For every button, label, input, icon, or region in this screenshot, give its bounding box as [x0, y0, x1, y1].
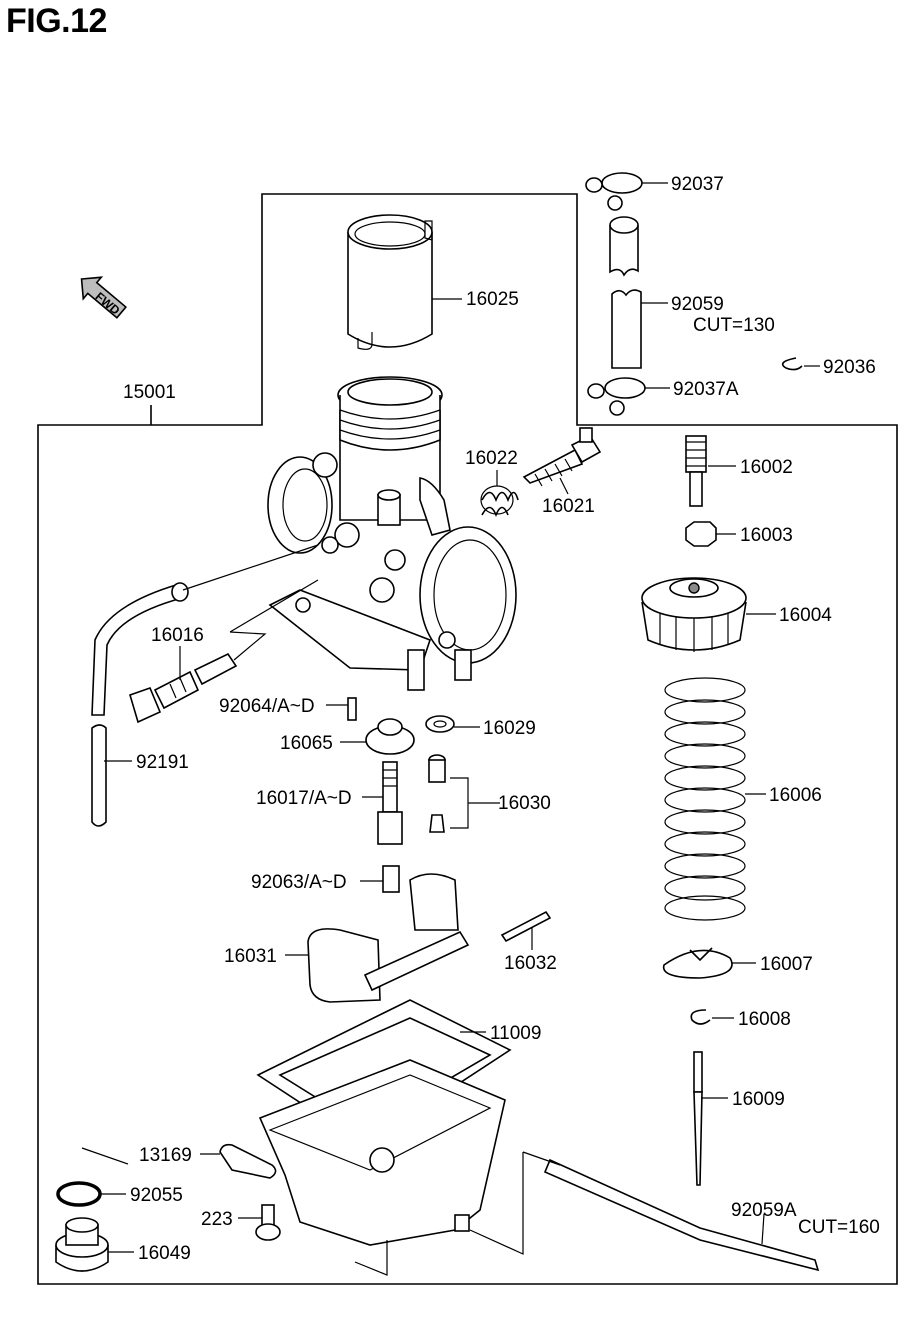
- part-label-16006: 16006: [769, 785, 822, 806]
- part-label-16025: 16025: [466, 289, 519, 310]
- main-jet: [382, 865, 400, 893]
- assembly-boundary: [37, 193, 898, 1285]
- o-ring: [56, 1181, 102, 1207]
- part-label-16031: 16031: [224, 946, 277, 967]
- cable-adjuster: [685, 435, 707, 507]
- needle-plate: [662, 947, 733, 979]
- lock-nut: [685, 521, 717, 547]
- part-label-92059a: 92059A: [731, 1200, 797, 1221]
- throttle-slide: [347, 214, 433, 350]
- part-label-16004: 16004: [779, 605, 832, 626]
- air-screw: [522, 427, 602, 487]
- part-label-16030: 16030: [498, 793, 551, 814]
- choke-plunger: [129, 652, 238, 724]
- part-label-11009: 11009: [490, 1023, 541, 1044]
- hose-clamp-bottom: [587, 377, 646, 416]
- part-label-92059: 92059: [671, 294, 724, 315]
- throttle-spring: [664, 677, 746, 921]
- leader-lines: [100, 182, 820, 1253]
- float: [307, 873, 470, 1003]
- figure-title: FIG.12: [6, 2, 107, 40]
- part-label-16009: 16009: [732, 1089, 785, 1110]
- spring-small: [480, 485, 519, 518]
- part-label-16003: 16003: [740, 525, 793, 546]
- drain-plug: [55, 1217, 109, 1272]
- part-label-16029: 16029: [483, 718, 536, 739]
- part-label-92037: 92037: [671, 174, 724, 195]
- needle-jet-holder: [365, 718, 415, 755]
- pilot-jet: [347, 697, 357, 721]
- bowl-bracket: [219, 1143, 277, 1179]
- part-label-16008: 16008: [738, 1009, 791, 1030]
- overflow-hose-lower: [91, 724, 107, 827]
- needle-clip: [690, 1009, 711, 1025]
- part-label-13169: 13169: [139, 1145, 192, 1166]
- small-clip: [781, 357, 803, 371]
- part-label-15001: 15001: [123, 382, 176, 403]
- washer: [425, 715, 455, 733]
- part-label-16032: 16032: [504, 953, 557, 974]
- bowl-screw: [255, 1204, 281, 1241]
- hose-clamp-top: [585, 172, 643, 211]
- part-label-16016: 16016: [151, 625, 204, 646]
- jet-needle: [693, 1051, 703, 1186]
- drain-tube: [543, 1158, 820, 1272]
- overflow-hose-upper: [91, 584, 184, 716]
- part-label-16007: 16007: [760, 954, 813, 975]
- part-label-92191: 92191: [136, 752, 189, 773]
- needle-jet: [377, 761, 403, 845]
- part-label-92036: 92036: [823, 357, 876, 378]
- part-label-92064: 92064/A~D: [219, 696, 315, 717]
- part-label-223: 223: [201, 1209, 233, 1230]
- part-note-92059-cut: CUT=130: [693, 315, 775, 336]
- part-label-16022: 16022: [465, 448, 518, 469]
- top-cap: [641, 577, 747, 652]
- part-label-16021: 16021: [542, 496, 595, 517]
- part-label-16002: 16002: [740, 457, 793, 478]
- part-label-16017: 16017/A~D: [256, 788, 352, 809]
- carburetor-body: [267, 376, 517, 691]
- vent-tube: [611, 289, 642, 369]
- float-bowl: [258, 1059, 506, 1246]
- float-valve: [428, 754, 446, 833]
- part-label-16065: 16065: [280, 733, 333, 754]
- part-label-92037a: 92037A: [673, 379, 739, 400]
- part-label-16049: 16049: [138, 1243, 191, 1264]
- part-label-92063: 92063/A~D: [251, 872, 347, 893]
- short-tube: [609, 216, 639, 277]
- fwd-arrow-icon: FWD: [80, 276, 128, 319]
- part-note-92059a-cut: CUT=160: [798, 1217, 880, 1238]
- part-label-92055: 92055: [130, 1185, 183, 1206]
- float-pin: [500, 910, 552, 943]
